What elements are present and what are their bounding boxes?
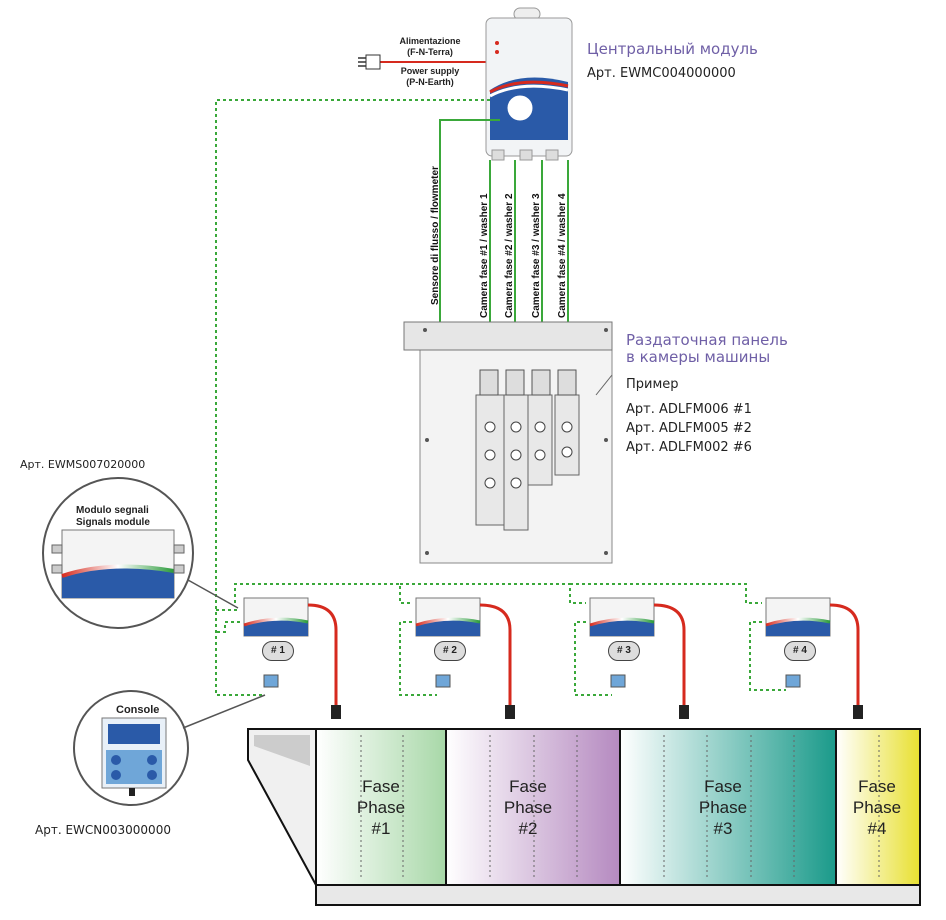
flowmeter-label: Sensore di flusso / flowmeter — [430, 166, 441, 305]
signal-module-3 — [589, 597, 655, 688]
console-label: Console — [116, 704, 160, 716]
console-article: Арт. EWCN003000000 — [35, 823, 171, 837]
phase-1-line1: Fase — [362, 777, 400, 796]
central-module-article: Арт. EWMC004000000 — [587, 66, 736, 81]
signals-module-zoom — [42, 477, 239, 629]
power-label-en-sub: (P-N-Earth) — [406, 77, 454, 87]
washer4-label: Camera fase #4 / washer 4 — [557, 193, 568, 318]
signal-bus-dotted — [215, 99, 786, 696]
signal-module-2 — [415, 597, 481, 688]
washer2-label: Camera fase #2 / washer 2 — [504, 193, 515, 318]
phase-badge-1: # 1 — [262, 641, 294, 661]
phase-3-label: Fase Phase #3 — [688, 776, 758, 839]
washer3-label: Camera fase #3 / washer 3 — [531, 193, 542, 318]
phase-1-line3: #1 — [371, 819, 391, 838]
phase-3-line3: #3 — [713, 819, 733, 838]
power-label-en: Power supply (P-N-Earth) — [392, 66, 468, 88]
distribution-panel-article-3: Арт. ADLFM002 #6 — [626, 440, 752, 455]
phase-badge-4: # 4 — [784, 641, 816, 661]
signals-module-label-en: Signals module — [76, 517, 150, 528]
phase-4-label: Fase Phase #4 — [842, 776, 912, 839]
distribution-panel-article-2: Арт. ADLFM005 #2 — [626, 421, 752, 436]
phase-3-line1: Fase — [704, 777, 742, 796]
phase-4-line3: #4 — [867, 819, 887, 838]
signals-module-label-it: Modulo segnali — [76, 505, 149, 516]
distribution-panel-title-1: Раздаточная панель — [626, 331, 788, 349]
phase-2-line2: Phase — [503, 798, 553, 817]
phase-1-label: Fase Phase #1 — [346, 776, 416, 839]
distribution-panel-example: Пример — [626, 377, 679, 392]
washer1-label: Camera fase #1 / washer 1 — [479, 193, 490, 318]
distribution-panel-title-2: в камеры машины — [626, 348, 771, 366]
phase-1-line2: Phase — [356, 798, 406, 817]
signal-module-1 — [243, 597, 309, 688]
console-zoom — [73, 690, 266, 806]
signal-module-4 — [765, 597, 831, 688]
power-label-en-text: Power supply — [400, 66, 460, 76]
power-label-it: Alimentazione (F-N-Terra) — [392, 36, 468, 58]
phase-4-line2: Phase — [852, 798, 902, 817]
distribution-panel-article-1: Арт. ADLFM006 #1 — [626, 402, 752, 417]
central-module-device — [485, 7, 573, 161]
power-cable — [358, 54, 490, 70]
signals-module-article: Арт. EWMS007020000 — [20, 458, 146, 471]
washer-machine — [247, 728, 921, 906]
phase-2-line3: #2 — [518, 819, 538, 838]
nozzles — [331, 705, 863, 719]
phase-badge-2: # 2 — [434, 641, 466, 661]
phase-3-line2: Phase — [698, 798, 748, 817]
phase-4-line1: Fase — [858, 777, 896, 796]
phase-2-label: Fase Phase #2 — [493, 776, 563, 839]
power-label-it-text: Alimentazione — [399, 36, 461, 46]
phase-badge-3: # 3 — [608, 641, 640, 661]
central-module-title: Центральный модуль — [587, 40, 758, 58]
phase-2-line1: Fase — [509, 777, 547, 796]
red-wires — [307, 603, 860, 705]
distribution-panel-device — [403, 321, 613, 564]
power-label-it-sub: (F-N-Terra) — [407, 47, 453, 57]
